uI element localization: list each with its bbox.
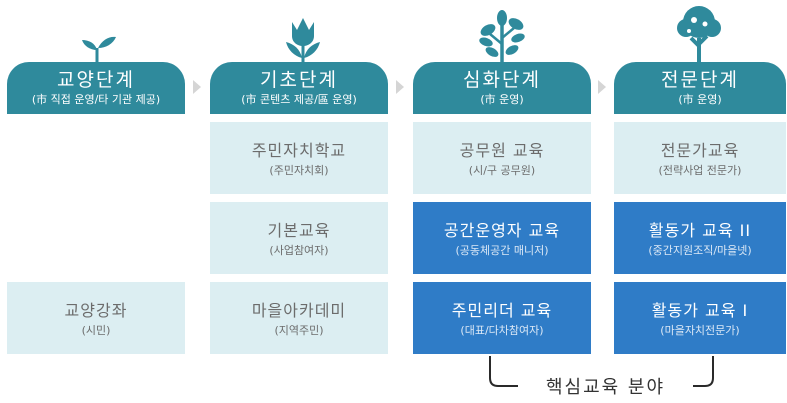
program-name: 공무원 교육	[459, 141, 545, 160]
stage-arrow	[193, 80, 201, 94]
program-target: (전략사업 전문가)	[658, 164, 742, 177]
fruit-tree-icon	[677, 6, 721, 64]
stage-header-advanced: 심화단계 (市 운영)	[413, 62, 591, 114]
program-target: (공동체공간 매니저)	[455, 244, 549, 257]
program-name: 교양강좌	[64, 301, 128, 320]
stage-subtitle: (市 운영)	[480, 93, 524, 106]
program-name: 주민리더 교육	[451, 301, 553, 320]
program-name: 활동가 교육 I	[651, 301, 749, 320]
program-target: (지역주민)	[274, 324, 324, 337]
stage-arrow	[396, 80, 404, 94]
program-target: (시/구 공무원)	[468, 164, 536, 177]
program-cell: 전문가교육 (전략사업 전문가)	[614, 122, 786, 194]
program-target: (대표/다차참여자)	[460, 324, 544, 337]
program-name: 기본교육	[267, 221, 331, 240]
program-cell: 교양강좌 (시민)	[7, 282, 185, 354]
stage-header-expert: 전문단계 (市 운영)	[614, 62, 786, 114]
core-program-cell: 주민리더 교육 (대표/다차참여자)	[413, 282, 591, 354]
program-target: (중간지원조직/마을넷)	[648, 244, 752, 257]
core-education-label: 핵심교육 분야	[518, 373, 693, 399]
core-program-cell: 활동가 교육 I (마을자치전문가)	[614, 282, 786, 354]
tulip-icon	[286, 18, 320, 64]
core-bracket	[489, 356, 714, 387]
stage-header-basic-culture: 교양단계 (市 직접 운영/타 기관 제공)	[7, 62, 185, 114]
stage-title: 기초단계	[260, 69, 338, 91]
program-cell: 공무원 교육 (시/구 공무원)	[413, 122, 591, 194]
program-name: 전문가교육	[660, 141, 740, 160]
sprout-icon	[82, 36, 116, 64]
stage-subtitle: (市 운영)	[678, 93, 722, 106]
program-name: 마을아카데미	[251, 301, 347, 320]
core-program-cell: 활동가 교육 II (중간지원조직/마을넷)	[614, 202, 786, 274]
program-name: 주민자치학교	[251, 141, 347, 160]
program-target: (사업참여자)	[269, 244, 329, 257]
stage-title: 전문단계	[661, 69, 739, 91]
stage-header-foundation: 기초단계 (市 콘텐츠 제공/區 운영)	[210, 62, 388, 114]
program-cell: 기본교육 (사업참여자)	[210, 202, 388, 274]
program-target: (마을자치전문가)	[660, 324, 740, 337]
core-program-cell: 공간운영자 교육 (공동체공간 매니저)	[413, 202, 591, 274]
small-tree-icon	[479, 10, 525, 64]
program-cell: 마을아카데미 (지역주민)	[210, 282, 388, 354]
stage-arrow	[598, 80, 606, 94]
stage-title: 심화단계	[463, 69, 541, 91]
stage-subtitle: (市 직접 운영/타 기관 제공)	[31, 93, 161, 106]
stage-subtitle: (市 콘텐츠 제공/區 운영)	[241, 93, 357, 106]
program-name: 공간운영자 교육	[443, 221, 561, 240]
program-cell: 주민자치학교 (주민자치회)	[210, 122, 388, 194]
program-target: (시민)	[81, 324, 111, 337]
program-target: (주민자치회)	[269, 164, 329, 177]
stage-title: 교양단계	[57, 69, 135, 91]
program-name: 활동가 교육 II	[648, 221, 752, 240]
